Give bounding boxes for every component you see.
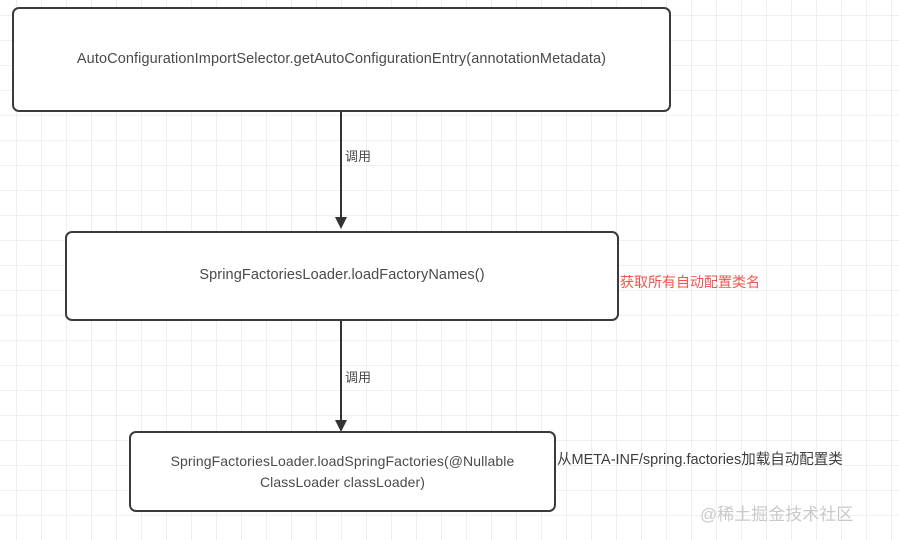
connector-label-call-1: 调用 [345,149,372,164]
flow-node-load-spring-factories[interactable]: SpringFactoriesLoader.loadSpringFactorie… [129,431,556,512]
flow-node-label: SpringFactoriesLoader.loadFactoryNames() [199,267,485,284]
annotation-load-from-meta-inf: 从META-INF/spring.factories加载自动配置类 [557,452,843,468]
watermark: @稀土掘金技术社区 [700,505,854,524]
arrowhead-icon [335,420,347,432]
flow-node-get-auto-configuration-entry[interactable]: AutoConfigurationImportSelector.getAutoC… [12,7,671,112]
annotation-get-all-autoconfig-class-names: 获取所有自动配置类名 [620,274,760,290]
flow-node-load-factory-names[interactable]: SpringFactoriesLoader.loadFactoryNames() [65,231,619,321]
arrowhead-icon [335,217,347,229]
connector-node1-to-node2 [340,112,342,217]
flow-node-label: AutoConfigurationImportSelector.getAutoC… [76,50,607,67]
connector-label-call-2: 调用 [345,370,372,385]
flow-node-label: SpringFactoriesLoader.loadSpringFactorie… [170,453,515,490]
connector-node2-to-node3 [340,321,342,420]
